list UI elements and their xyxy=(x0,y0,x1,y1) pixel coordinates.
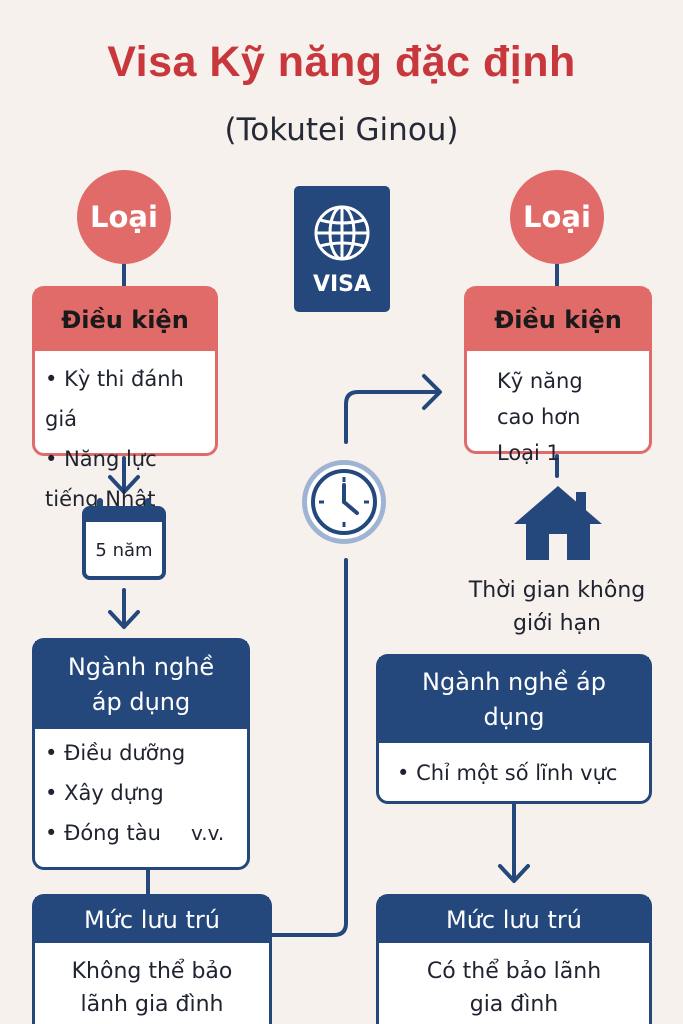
calendar-icon: 5 năm xyxy=(82,506,166,580)
connector-middle-upper xyxy=(344,390,440,444)
left-conditions-box: Điều kiện Kỳ thi đánh giá Năng lực tiếng… xyxy=(32,286,218,511)
calendar-ring-left xyxy=(97,498,103,514)
left-type-circle: Loại xyxy=(77,170,171,264)
right-residence-title: Mức lưu trú xyxy=(379,897,649,943)
right-conditions-title: Điều kiện xyxy=(467,289,649,351)
connector-middle-lower xyxy=(270,558,348,937)
right-type-label: Loại xyxy=(523,200,591,234)
clock-face xyxy=(311,469,377,535)
arrow-middle-to-right xyxy=(422,374,442,410)
left-condition-item: Kỳ thi đánh giá xyxy=(45,359,205,439)
visa-label: VISA xyxy=(312,272,372,297)
right-residence-box: Mức lưu trú Có thể bảo lãnh gia đình xyxy=(376,894,652,1024)
right-duration-label: Thời gian không giới hạn xyxy=(468,578,646,636)
left-conditions-title: Điều kiện xyxy=(35,289,215,351)
right-conditions-box: Điều kiện Kỹ năng cao hơn Loại 1 xyxy=(464,286,652,465)
page-title: Visa Kỹ năng đặc định xyxy=(107,38,576,86)
left-industries-box: Ngành nghề áp dụng Điều dưỡng Xây dựng Đ… xyxy=(32,638,250,870)
calendar-label: 5 năm xyxy=(95,540,153,561)
right-conditions-text: Kỹ năng cao hơn Loại 1 xyxy=(497,369,583,465)
globe-icon xyxy=(314,205,370,261)
left-residence-title: Mức lưu trú xyxy=(35,897,269,943)
left-industries-suffix: v.v. xyxy=(191,821,225,845)
left-industry-item: Đóng tàu xyxy=(45,813,237,853)
page-subtitle: (Tokutei Ginou) xyxy=(224,112,459,148)
calendar-header-bar xyxy=(86,510,162,522)
left-industry-item: Xây dựng xyxy=(45,773,237,813)
arrow-right-to-residence xyxy=(498,864,530,883)
calendar-ring-right xyxy=(145,498,151,514)
right-industries-box: Ngành nghề áp dụng Chỉ một số lĩnh vực xyxy=(376,654,652,804)
left-type-label: Loại xyxy=(90,200,158,234)
left-industry-item: Điều dưỡng xyxy=(45,733,237,773)
house-icon xyxy=(514,486,602,560)
arrow-left-to-industries xyxy=(108,610,140,629)
left-residence-box: Mức lưu trú Không thể bảo lãnh gia đình xyxy=(32,894,272,1024)
right-industry-item: Chỉ một số lĩnh vực xyxy=(397,753,631,793)
left-industries-title: Ngành nghề áp dụng xyxy=(35,641,247,729)
right-type-circle: Loại xyxy=(510,170,604,264)
clock-icon xyxy=(302,460,386,544)
right-industries-title: Ngành nghề áp dụng xyxy=(379,657,649,743)
visa-card: VISA xyxy=(294,186,390,312)
right-residence-text: Có thể bảo lãnh gia đình xyxy=(426,959,602,1017)
left-residence-text: Không thể bảo lãnh gia đình xyxy=(71,959,233,1017)
